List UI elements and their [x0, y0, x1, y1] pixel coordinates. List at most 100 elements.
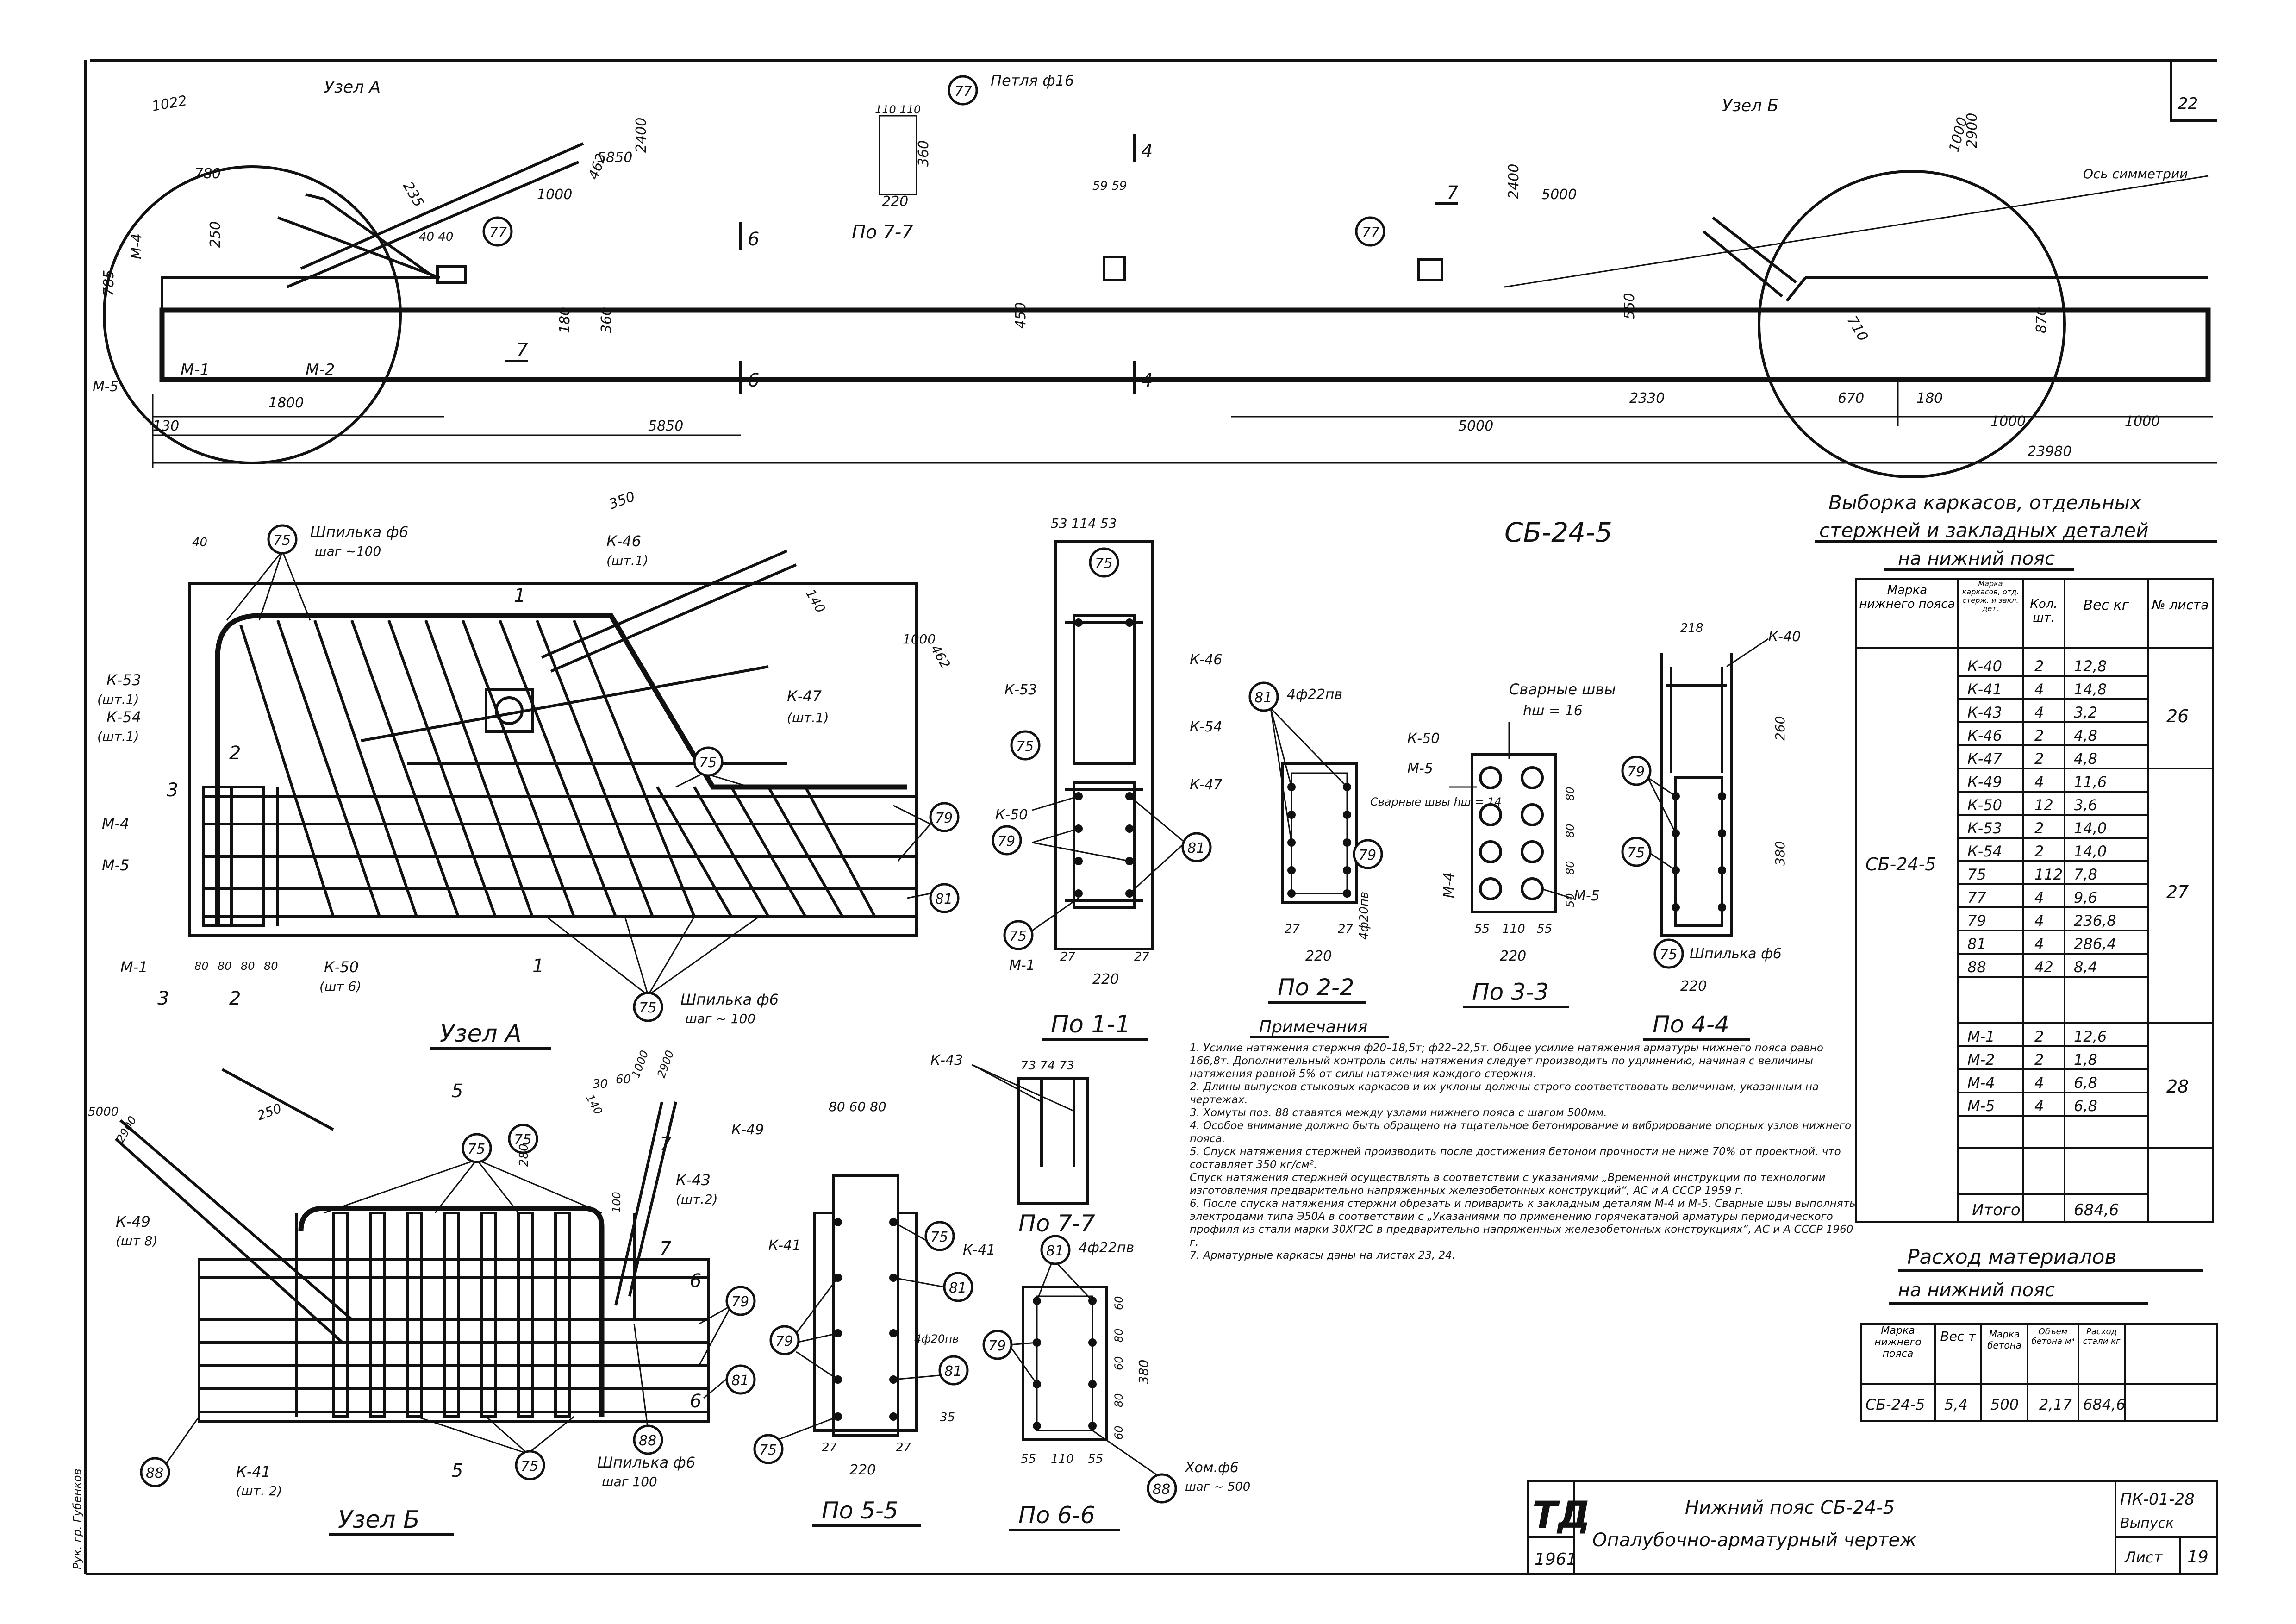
- node-b-pos-88-b: 88: [639, 1433, 656, 1449]
- table1-cell: 12: [2034, 796, 2053, 814]
- dim-1000b: 1000: [1990, 413, 2026, 430]
- node-b-pos-75-b: 75: [521, 1458, 538, 1474]
- section-6-6-bars: [1033, 1297, 1097, 1430]
- dim-1800: 1800: [268, 395, 304, 411]
- table1-total-label: Итого: [1972, 1201, 2021, 1219]
- note-1: 1. Усилие натяжения стержня ф20–18,5т; ф…: [1190, 1042, 1823, 1080]
- s33-frame-k50: К-50: [1407, 731, 1440, 747]
- dim-23980: 23980: [2028, 443, 2071, 460]
- dim-130: 130: [153, 418, 179, 434]
- table2-header-volume: Объем бетона м³: [2031, 1327, 2075, 1346]
- frame-k46: К-46: [606, 532, 641, 550]
- s55-pos-75-a: 75: [930, 1229, 948, 1245]
- table1-header-mark: Марка нижнего пояса: [1859, 583, 1955, 611]
- section-1-1-bars: [1074, 618, 1134, 898]
- frame-k50-qty: (шт 6): [319, 979, 362, 994]
- s66-pos-79: 79: [988, 1338, 1006, 1354]
- dim-870: 870: [2034, 307, 2050, 333]
- s33-plate-m5: М-5: [1407, 761, 1433, 777]
- dim-250: 250: [207, 221, 224, 248]
- note-6: 6. После спуска натяжения стержни обреза…: [1190, 1198, 1856, 1249]
- table1-cell: 77: [1967, 889, 1986, 906]
- table2-cell-mark: СБ-24-5: [1866, 1396, 1925, 1413]
- note-5: 5. Спуск натяжения стержней производить …: [1190, 1146, 1841, 1171]
- s66-clamp: Хом.ф6: [1184, 1460, 1239, 1476]
- elevation-view: Узел А Узел Б Петля ф16 77 Ось симметрии…: [93, 72, 2217, 478]
- s55-pos-79: 79: [775, 1333, 793, 1349]
- s66-dim-60b: 60: [1112, 1356, 1125, 1370]
- dim-1022: 1022: [150, 93, 188, 115]
- node-b-callout: Узел Б: [1722, 96, 1778, 115]
- table1-header-sheet: № листа: [2152, 597, 2209, 612]
- table1-cell: 12,6: [2074, 1028, 2107, 1045]
- section-5-5: 75 81 79 81 75 80 60 80 К-49 К-41 К-41 4…: [731, 1099, 995, 1527]
- node-b-stirrups: [332, 1212, 571, 1418]
- node-b-dim-1000: 1000: [629, 1049, 651, 1080]
- table1-header-qty: Кол. шт.: [2030, 597, 2058, 625]
- s22-dim-27a: 27: [1285, 922, 1300, 936]
- section-2-2-bars: [1287, 783, 1351, 898]
- stamp-sheet-number: 19: [2187, 1548, 2209, 1567]
- table1-cell: К-50: [1967, 796, 2002, 814]
- s33-title: По 3-3: [1472, 979, 1549, 1006]
- section-4-4-bars: [1672, 792, 1726, 912]
- table1-cell: К-40: [1967, 657, 2002, 675]
- s11-frame-k54: К-54: [1190, 719, 1222, 735]
- stamp-code: ПК-01-28: [2120, 1490, 2195, 1509]
- table1-cell: К-54: [1967, 843, 2002, 860]
- frame-k47-qty: (шт.1): [787, 710, 829, 725]
- table1-cell: 4: [2034, 912, 2044, 930]
- loop-position: 77: [955, 83, 972, 100]
- dim-5000: 5000: [1458, 418, 1493, 434]
- node-a-pos-75-a: 75: [273, 532, 291, 549]
- table1-cell: 112: [2034, 866, 2063, 883]
- node-a-title: Узел А: [440, 1020, 522, 1048]
- node-b-pos-75-a: 75: [468, 1141, 485, 1157]
- node-a-cut-1a: 1: [514, 585, 525, 606]
- table1-cell: 2: [2034, 1028, 2044, 1045]
- node-a-stud-step: шаг ~100: [315, 543, 381, 559]
- section-mark-6b: 6: [748, 370, 759, 391]
- node-b-dim-250: 250: [255, 1100, 284, 1123]
- s55-dim-220: 220: [849, 1462, 876, 1478]
- s55-frame-k49: К-49: [731, 1122, 764, 1138]
- table1-cell: 4: [2034, 889, 2044, 906]
- node-a-cut-3b: 3: [157, 988, 169, 1009]
- node-a-dim-140: 140: [803, 587, 828, 616]
- table1-row-lines: [1958, 675, 2213, 1195]
- node-a-callout: Узел А: [324, 78, 381, 97]
- s22-dim-27b: 27: [1338, 922, 1354, 936]
- table1-cell: 4,8: [2074, 727, 2097, 744]
- dim-220: 220: [882, 194, 908, 210]
- node-a-dim-350: 350: [607, 488, 637, 512]
- frame-k47: К-47: [787, 687, 822, 705]
- frame-k54: К-54: [106, 708, 141, 726]
- table1-cell: 4,8: [2074, 750, 2097, 768]
- s55-top-dims: 80 60 80: [829, 1099, 886, 1114]
- s11-pos-75-b: 75: [1016, 738, 1034, 755]
- dim-2400b: 2400: [1506, 164, 1522, 199]
- table1-cell: 4: [2034, 1097, 2044, 1115]
- section-5-5-bars: [834, 1218, 898, 1421]
- s33-dim-110: 110: [1502, 922, 1525, 936]
- note-4: 4. Особое внимание должно быть обращено …: [1190, 1120, 1852, 1145]
- node-a-plate-m4: М-4: [102, 815, 130, 832]
- section-mark-7b: 7: [1447, 182, 1459, 204]
- s55-frame-k41a: К-41: [768, 1237, 801, 1254]
- s55-pos-81-b: 81: [944, 1363, 962, 1380]
- node-b-dim-60: 60: [616, 1073, 631, 1087]
- s11-pos-75-c: 75: [1009, 928, 1027, 944]
- s33-weld2: Сварные швы hш = 14: [1370, 795, 1502, 808]
- s33-plate-m5b: М-5: [1574, 888, 1600, 904]
- s11-plate-m1: М-1: [1009, 957, 1035, 974]
- s44-dim-220: 220: [1680, 978, 1707, 994]
- dim-5850: 5850: [597, 150, 632, 166]
- table2-header-weight: Вес т: [1940, 1329, 1976, 1344]
- table1-cell: 3,2: [2074, 704, 2097, 721]
- table1-headers: Марка нижнего пояса Марка каркасов, отд.…: [1859, 580, 2209, 625]
- s11-pos-75-a: 75: [1095, 556, 1112, 572]
- node-b-stud: Шпилька ф6: [597, 1454, 695, 1471]
- node-b-dim-30: 30: [593, 1077, 608, 1091]
- table2-cell-concrete: 500: [1990, 1396, 2019, 1413]
